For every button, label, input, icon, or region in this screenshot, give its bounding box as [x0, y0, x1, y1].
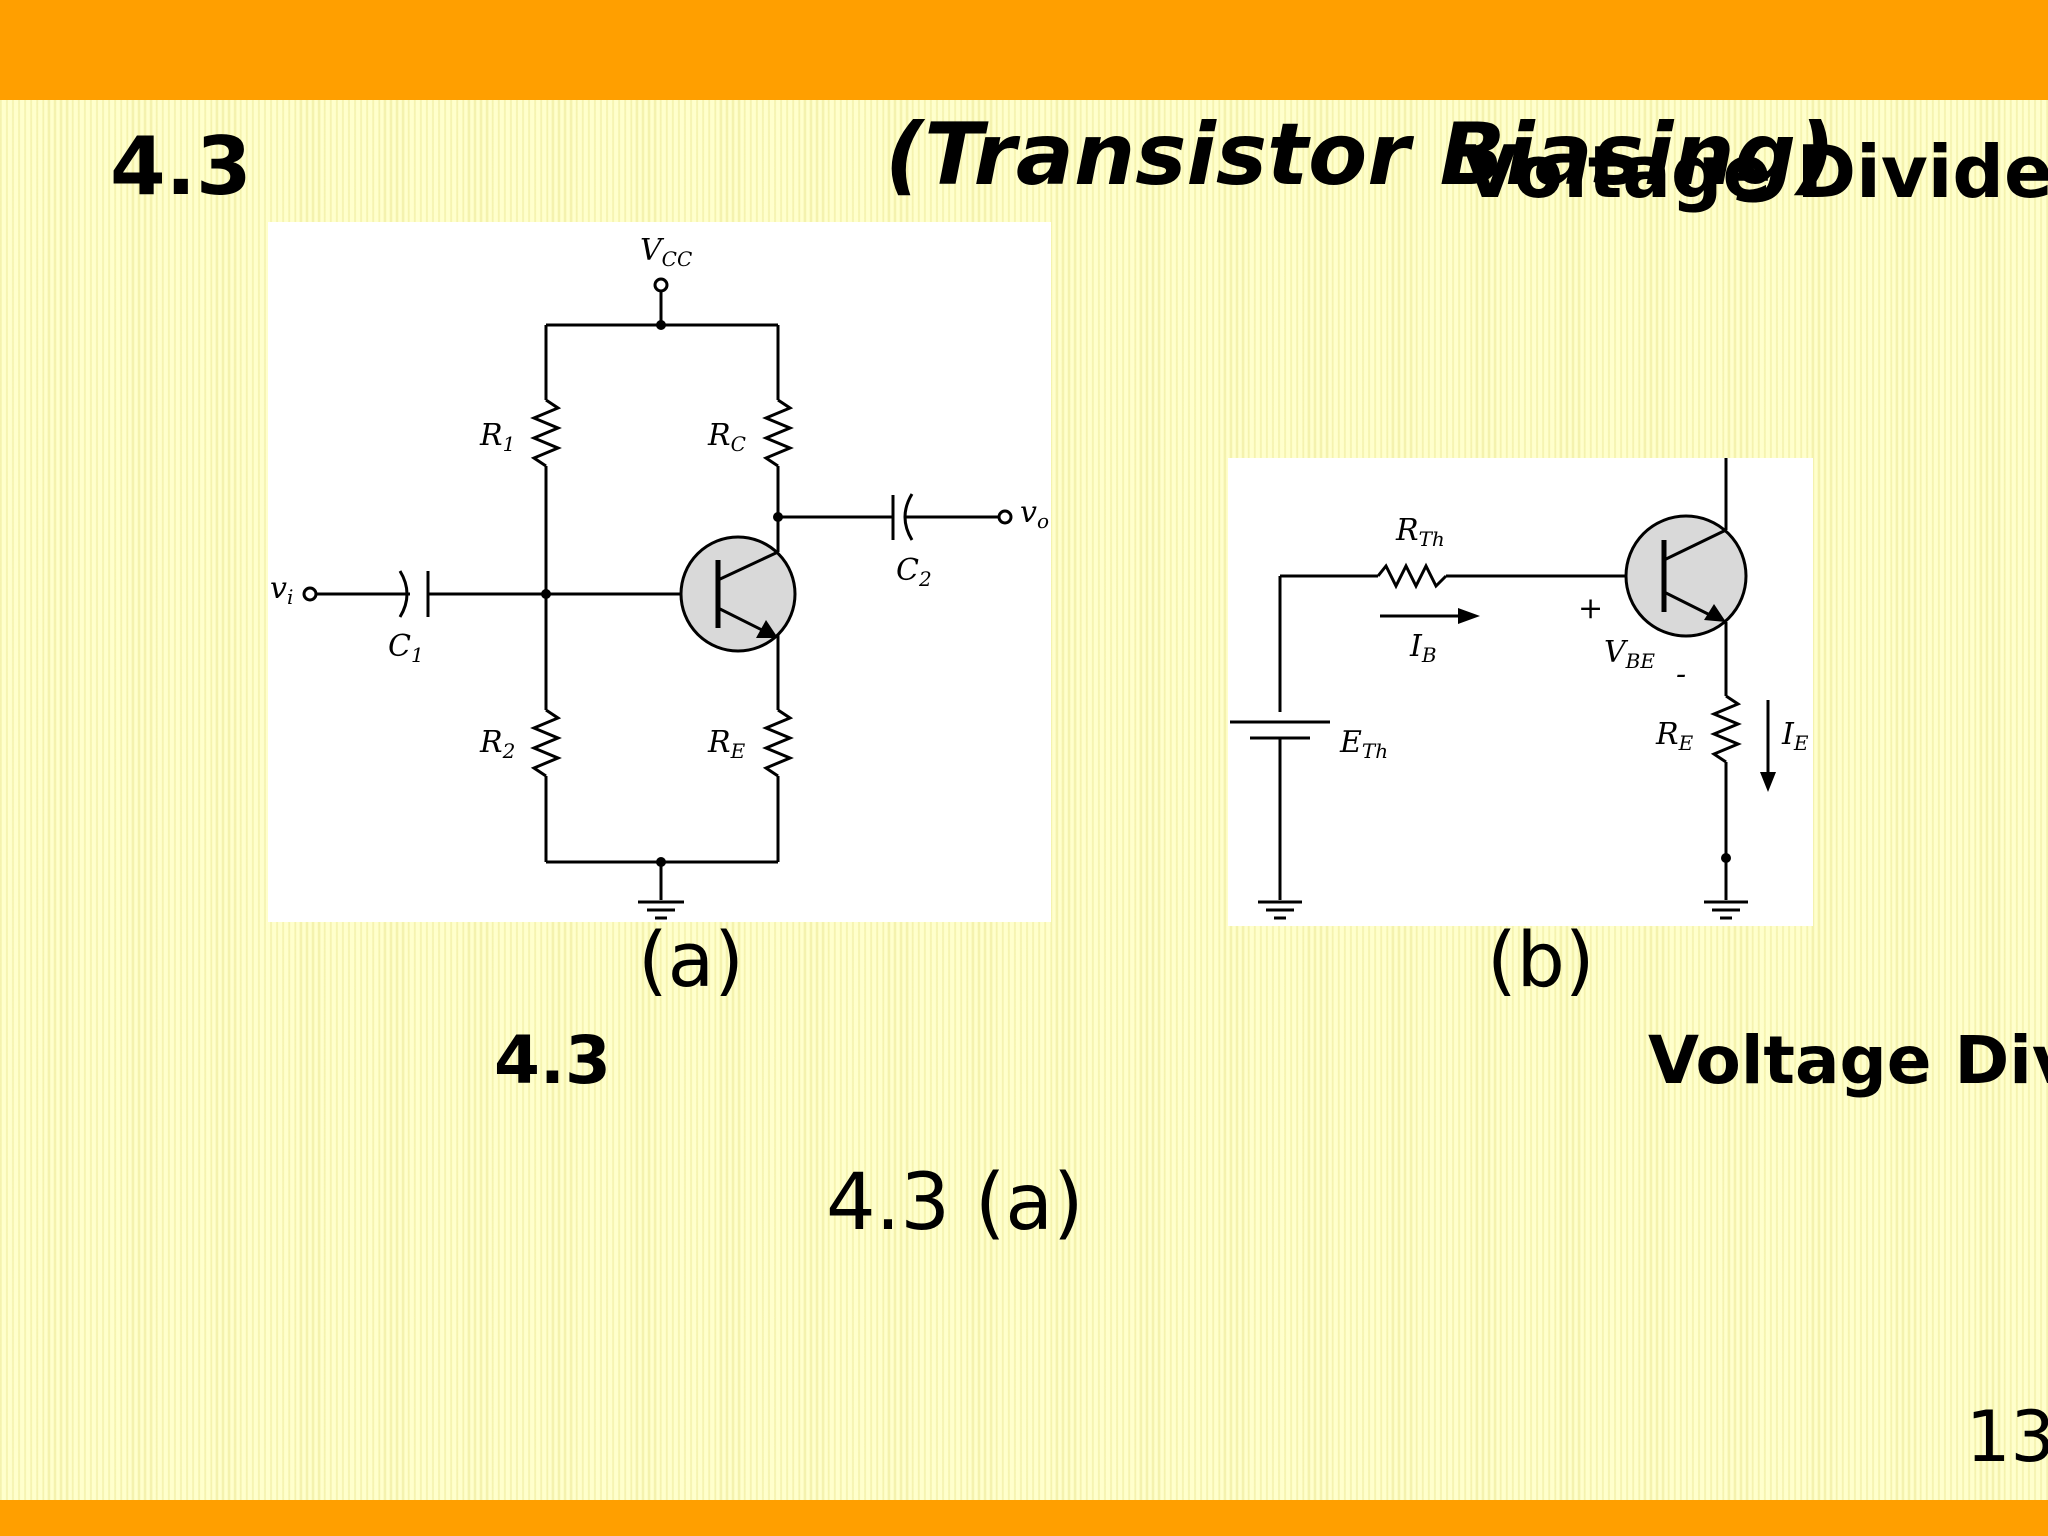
vcc-label: VCC — [640, 233, 692, 271]
rc-label: RC — [707, 418, 746, 456]
vo-label: vo — [1020, 495, 1049, 533]
page-number: 13 — [1966, 1396, 2048, 1478]
vcc-terminal — [653, 277, 669, 293]
r2-label: R2 — [479, 725, 515, 763]
transistor-npn-b — [1624, 514, 1748, 638]
vbe-plus: + — [1578, 591, 1603, 626]
c1-label: C1 — [388, 629, 424, 667]
body-reference: 4.3 (a) — [826, 1158, 1084, 1248]
caption-a: (a) — [638, 915, 744, 1004]
vi-label: vi — [270, 571, 293, 609]
rc-resistor — [762, 398, 794, 468]
bottom-bar — [0, 1500, 2048, 1536]
r1-resistor — [530, 398, 562, 468]
title-main: Voltage Divider — [1462, 130, 2048, 214]
re-label: RE — [707, 725, 746, 763]
re-resistor-b — [1710, 694, 1742, 764]
re-resistor — [762, 708, 794, 778]
vi-terminal — [302, 586, 318, 602]
c1-capacitor — [398, 570, 409, 618]
c2-label: C2 — [896, 553, 932, 591]
circuit-b-panel: RTh IB + VBE - ETh RE IE — [1228, 458, 1813, 926]
rth-label: RTh — [1395, 513, 1445, 551]
eth-label: ETh — [1339, 725, 1388, 763]
r1-label: R1 — [479, 418, 515, 456]
ib-label: IB — [1409, 629, 1437, 667]
vo-terminal — [997, 509, 1013, 525]
figure-number: 4.3 — [494, 1022, 611, 1099]
top-bar — [0, 0, 2048, 100]
re-label-b: RE — [1655, 717, 1694, 755]
title-subtitle: (Transistor Biasing) — [885, 105, 1836, 205]
rth-resistor — [1376, 562, 1448, 590]
vbe-label: VBE — [1604, 635, 1655, 673]
title-number: 4.3 — [110, 120, 252, 213]
circuit-b-diagram: RTh IB + VBE - ETh RE IE — [1230, 458, 1809, 920]
figure-title: Voltage Divi — [1648, 1022, 2048, 1099]
vbe-minus: - — [1676, 657, 1686, 692]
r2-resistor — [530, 708, 562, 778]
transistor-npn — [679, 517, 797, 653]
ie-label: IE — [1781, 717, 1809, 755]
circuit-a-diagram: VCC R1 RC R2 RE C1 C2 vi vo — [270, 233, 1049, 920]
circuit-a-panel: VCC R1 RC R2 RE C1 C2 vi vo — [268, 222, 1051, 922]
caption-b: (b) — [1487, 915, 1595, 1004]
